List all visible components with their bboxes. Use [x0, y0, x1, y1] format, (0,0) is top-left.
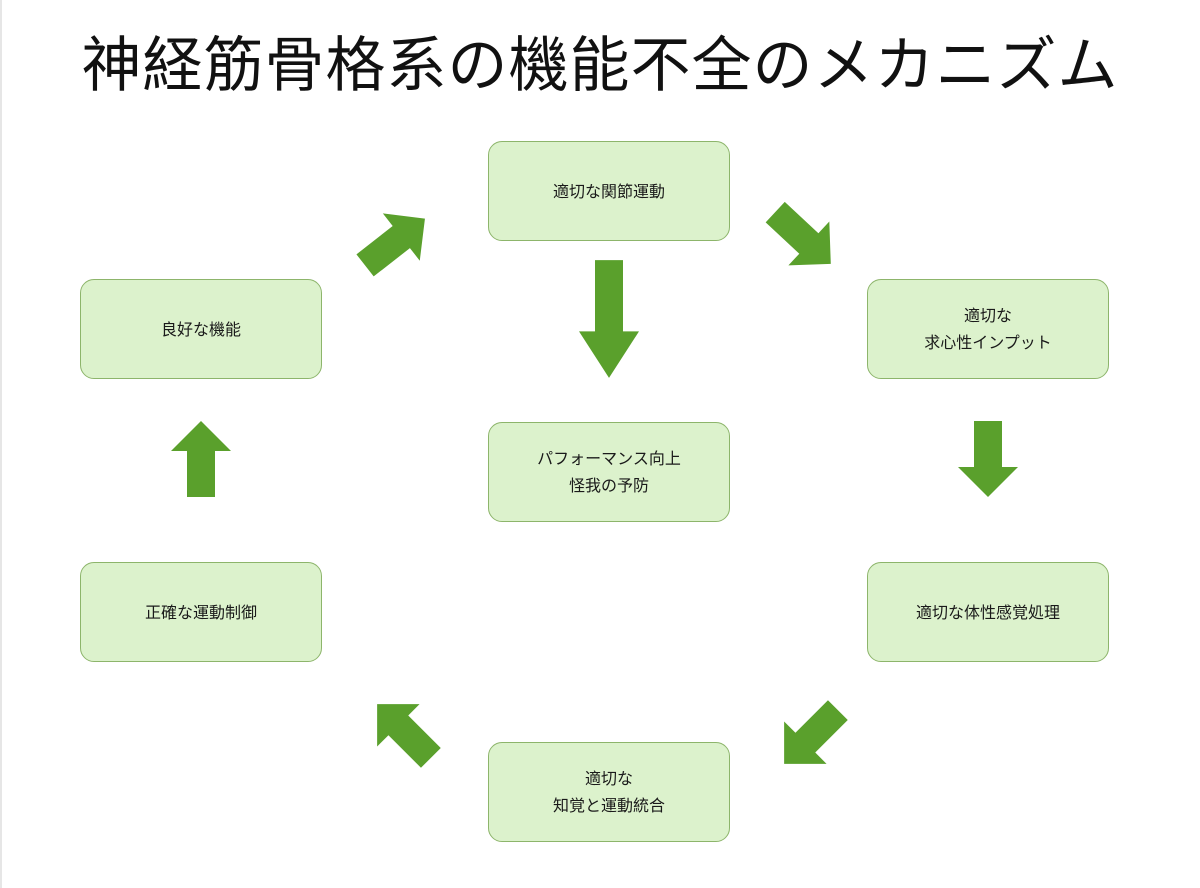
arrow-afferent-to-proprioception — [958, 421, 1018, 497]
node-good-function: 良好な機能 — [80, 279, 322, 379]
node-label: 適切な — [963, 306, 1012, 325]
node-perception-integration: 適切な 知覚と運動統合 — [488, 742, 730, 842]
node-label: 怪我の予防 — [568, 476, 649, 495]
node-proprioception: 適切な体性感覚処理 — [867, 562, 1109, 662]
arrow-joint-to-performance — [579, 260, 639, 378]
arrow-joint-to-afferent — [754, 190, 852, 286]
node-label: 適切な — [584, 769, 633, 788]
node-label: パフォーマンス向上 — [537, 449, 681, 468]
arrow-function-to-joint — [346, 194, 444, 290]
arrow-perception-to-motor — [355, 682, 453, 780]
arrow-motor-to-function — [171, 421, 231, 497]
node-motor-control: 正確な運動制御 — [80, 562, 322, 662]
node-label: 知覚と運動統合 — [552, 796, 665, 815]
node-label: 良好な機能 — [160, 319, 241, 339]
node-label: 求心性インプット — [924, 333, 1052, 352]
node-label: 正確な運動制御 — [144, 602, 257, 622]
node-label: 適切な関節運動 — [552, 181, 665, 201]
node-label: 適切な体性感覚処理 — [915, 602, 1060, 622]
arrow-proprioception-to-perception — [762, 688, 860, 786]
node-joint-motion: 適切な関節運動 — [488, 141, 730, 241]
page-left-edge — [0, 0, 2, 888]
node-performance: パフォーマンス向上 怪我の予防 — [488, 422, 730, 522]
page-title: 神経筋骨格系の機能不全のメカニズム — [81, 31, 1119, 101]
node-afferent-input: 適切な 求心性インプット — [867, 279, 1109, 379]
